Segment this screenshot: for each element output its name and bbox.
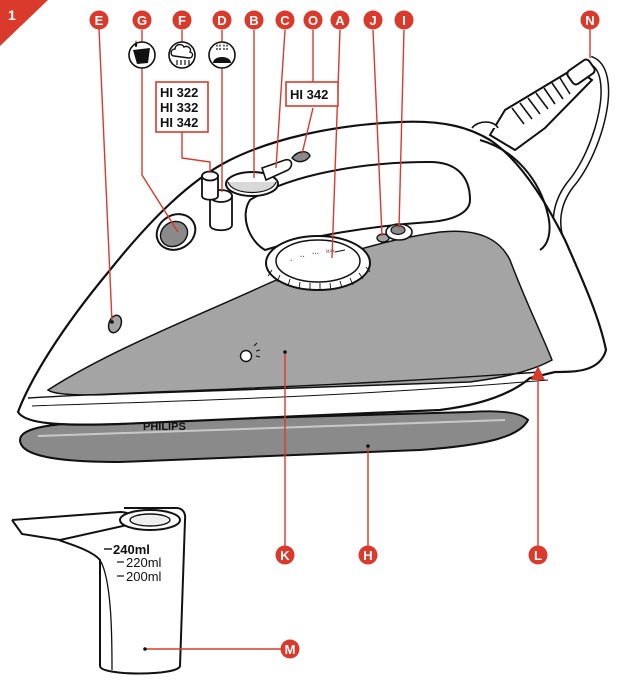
svg-text:C: C [280, 13, 290, 28]
spray-icon [208, 41, 236, 69]
iron-side-panel [27, 230, 553, 407]
steam-cloud-icon [168, 41, 196, 69]
svg-text:E: E [95, 13, 104, 28]
svg-text:N: N [585, 13, 594, 28]
leader-arrow-l [531, 366, 545, 380]
figure-number-tab: 1 [0, 0, 48, 46]
callout-h: H [358, 545, 378, 565]
self-clean-indicator [239, 342, 261, 363]
svg-text:H: H [363, 548, 372, 563]
callout-b: B [244, 10, 264, 30]
callout-i: I [394, 10, 414, 30]
temperature-dial[interactable]: • •• ••• MAX [265, 235, 371, 291]
model-o-1: HI 342 [290, 87, 328, 102]
callout-d: D [212, 10, 232, 30]
svg-text:A: A [335, 13, 345, 28]
callout-c: C [275, 10, 295, 30]
model-f-2: HI 332 [160, 100, 198, 115]
scale-220: 220ml [126, 555, 162, 570]
svg-text:O: O [308, 13, 318, 28]
callout-g: G [132, 10, 152, 30]
brand-label: PHILIPS [143, 421, 186, 433]
cup-scale: 240ml 220ml 200ml [104, 542, 162, 584]
callout-j: J [363, 10, 383, 30]
calc-clean-knob[interactable] [291, 151, 311, 163]
leader-dots [110, 320, 370, 651]
callout-f: F [172, 10, 192, 30]
water-fill-icon [128, 40, 156, 69]
model-f-3: HI 342 [160, 115, 198, 130]
scale-240: 240ml [113, 542, 150, 557]
callout-l: L [528, 545, 548, 565]
model-f-1: HI 322 [160, 85, 198, 100]
anti-calc-slider[interactable] [260, 158, 293, 182]
svg-text:L: L [534, 548, 542, 563]
svg-text:D: D [217, 13, 226, 28]
dial-markings: • •• ••• MAX [290, 249, 335, 263]
svg-text:••: •• [300, 254, 305, 259]
svg-text:J: J [369, 13, 376, 28]
shot-of-steam-button[interactable] [201, 170, 219, 201]
power-cord [488, 55, 610, 242]
model-box-f: HI 322 HI 332 HI 342 [155, 81, 209, 133]
callout-a: A [330, 10, 350, 30]
svg-text:•: • [290, 258, 292, 263]
callout-k: K [275, 545, 295, 565]
svg-text:B: B [249, 13, 258, 28]
filling-opening[interactable] [150, 207, 202, 256]
svg-text:G: G [137, 13, 147, 28]
svg-text:•••: ••• [312, 251, 319, 256]
leader-lines [98, 27, 591, 650]
cord-strain-relief [488, 58, 596, 152]
callout-o: O [303, 10, 323, 30]
measuring-cup: 240ml 220ml 200ml [11, 507, 187, 675]
callout-e: E [89, 10, 109, 30]
figure-number: 1 [8, 7, 16, 23]
svg-text:MAX: MAX [326, 249, 335, 254]
callout-m: M [280, 639, 300, 659]
svg-text:F: F [178, 13, 186, 28]
model-box-o: HI 342 [285, 81, 339, 107]
svg-text:K: K [280, 548, 290, 563]
callout-n: N [580, 10, 600, 30]
svg-text:M: M [285, 642, 296, 657]
scale-200: 200ml [126, 569, 162, 584]
svg-text:I: I [402, 13, 406, 28]
